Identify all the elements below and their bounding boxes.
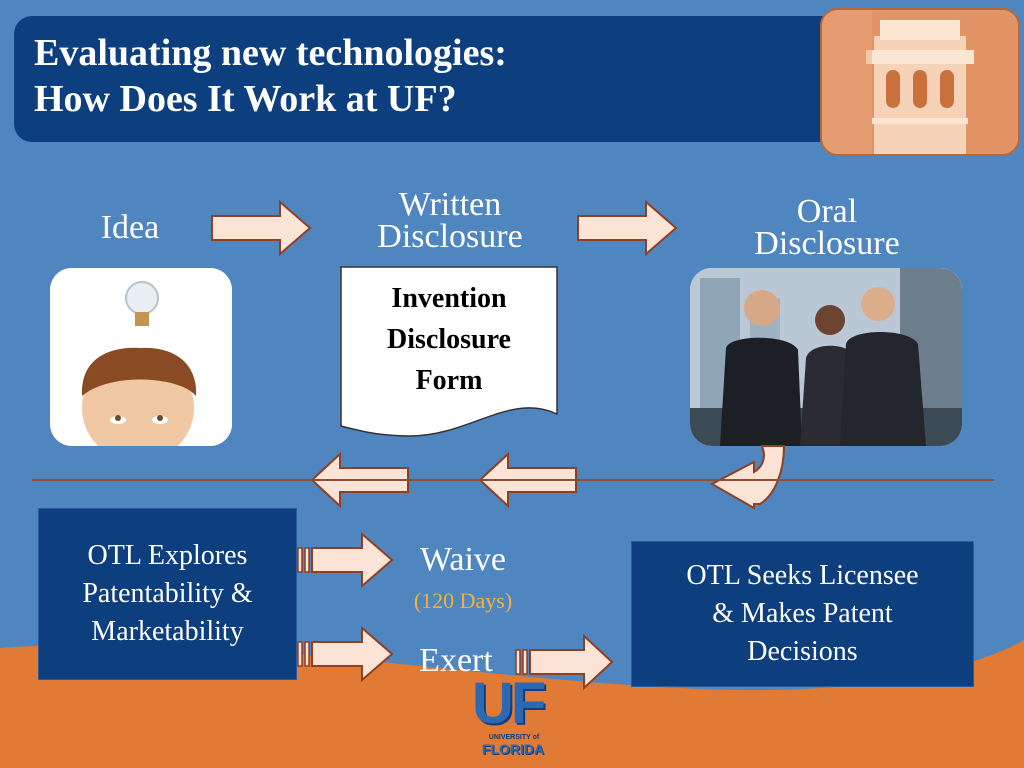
uf-logo-mark: UF bbox=[472, 671, 546, 736]
licensee-line-1: OTL Seeks Licensee bbox=[686, 560, 919, 591]
otl-licensee-box: OTL Seeks Licensee & Makes Patent Decisi… bbox=[631, 541, 974, 687]
invention-disclosure-form: Invention Disclosure Form bbox=[340, 266, 558, 444]
licensee-line-2: & Makes Patent bbox=[712, 598, 893, 629]
curved-arrow-oral-return bbox=[710, 445, 786, 510]
otl-explores-box: OTL Explores Patentability & Marketabili… bbox=[38, 508, 297, 680]
licensee-line-3: Decisions bbox=[747, 636, 858, 667]
arrow-to-waive bbox=[297, 532, 394, 588]
idea-label: Idea bbox=[100, 209, 160, 246]
form-line-1: Invention bbox=[391, 283, 507, 314]
form-line-2: Disclosure bbox=[387, 324, 511, 355]
century-tower-image bbox=[820, 8, 1020, 156]
title-line-2: How Does It Work at UF? bbox=[34, 78, 457, 120]
written-line-1: Written bbox=[398, 186, 502, 223]
form-line-3: Form bbox=[415, 365, 483, 396]
arrow-idea-to-written bbox=[211, 200, 312, 256]
otl-explores-line-1: OTL Explores bbox=[87, 540, 248, 571]
title-bar bbox=[14, 16, 874, 142]
uf-logo: UF UNIVERSITY of FLORIDA bbox=[468, 671, 558, 760]
otl-explores-line-3: Marketability bbox=[91, 616, 244, 647]
exert-label: Exert bbox=[419, 642, 493, 679]
uf-logo-university-of: UNIVERSITY of bbox=[488, 734, 540, 741]
title-line-1: Evaluating new technologies: bbox=[34, 32, 507, 74]
waive-label: Waive bbox=[420, 541, 506, 578]
business-meeting-photo bbox=[690, 268, 962, 446]
divider-line bbox=[32, 479, 994, 481]
arrow-to-exert bbox=[297, 626, 394, 682]
oral-disclosure-label: Oral Disclosure bbox=[730, 193, 924, 262]
page-title: Evaluating new technologies: How Does It… bbox=[34, 30, 507, 122]
oral-line-1: Oral bbox=[796, 193, 858, 230]
idea-photo bbox=[50, 268, 232, 446]
written-disclosure-label: Written Disclosure bbox=[350, 186, 550, 255]
arrow-exert-to-licensee bbox=[515, 634, 614, 690]
arrow-written-to-oral bbox=[577, 200, 678, 256]
waive-days-label: (120 Days) bbox=[413, 588, 513, 613]
oral-line-2: Disclosure bbox=[754, 225, 900, 262]
uf-logo-florida: FLORIDA bbox=[481, 741, 545, 757]
otl-explores-line-2: Patentability & bbox=[82, 578, 253, 609]
written-line-2: Disclosure bbox=[377, 218, 523, 255]
